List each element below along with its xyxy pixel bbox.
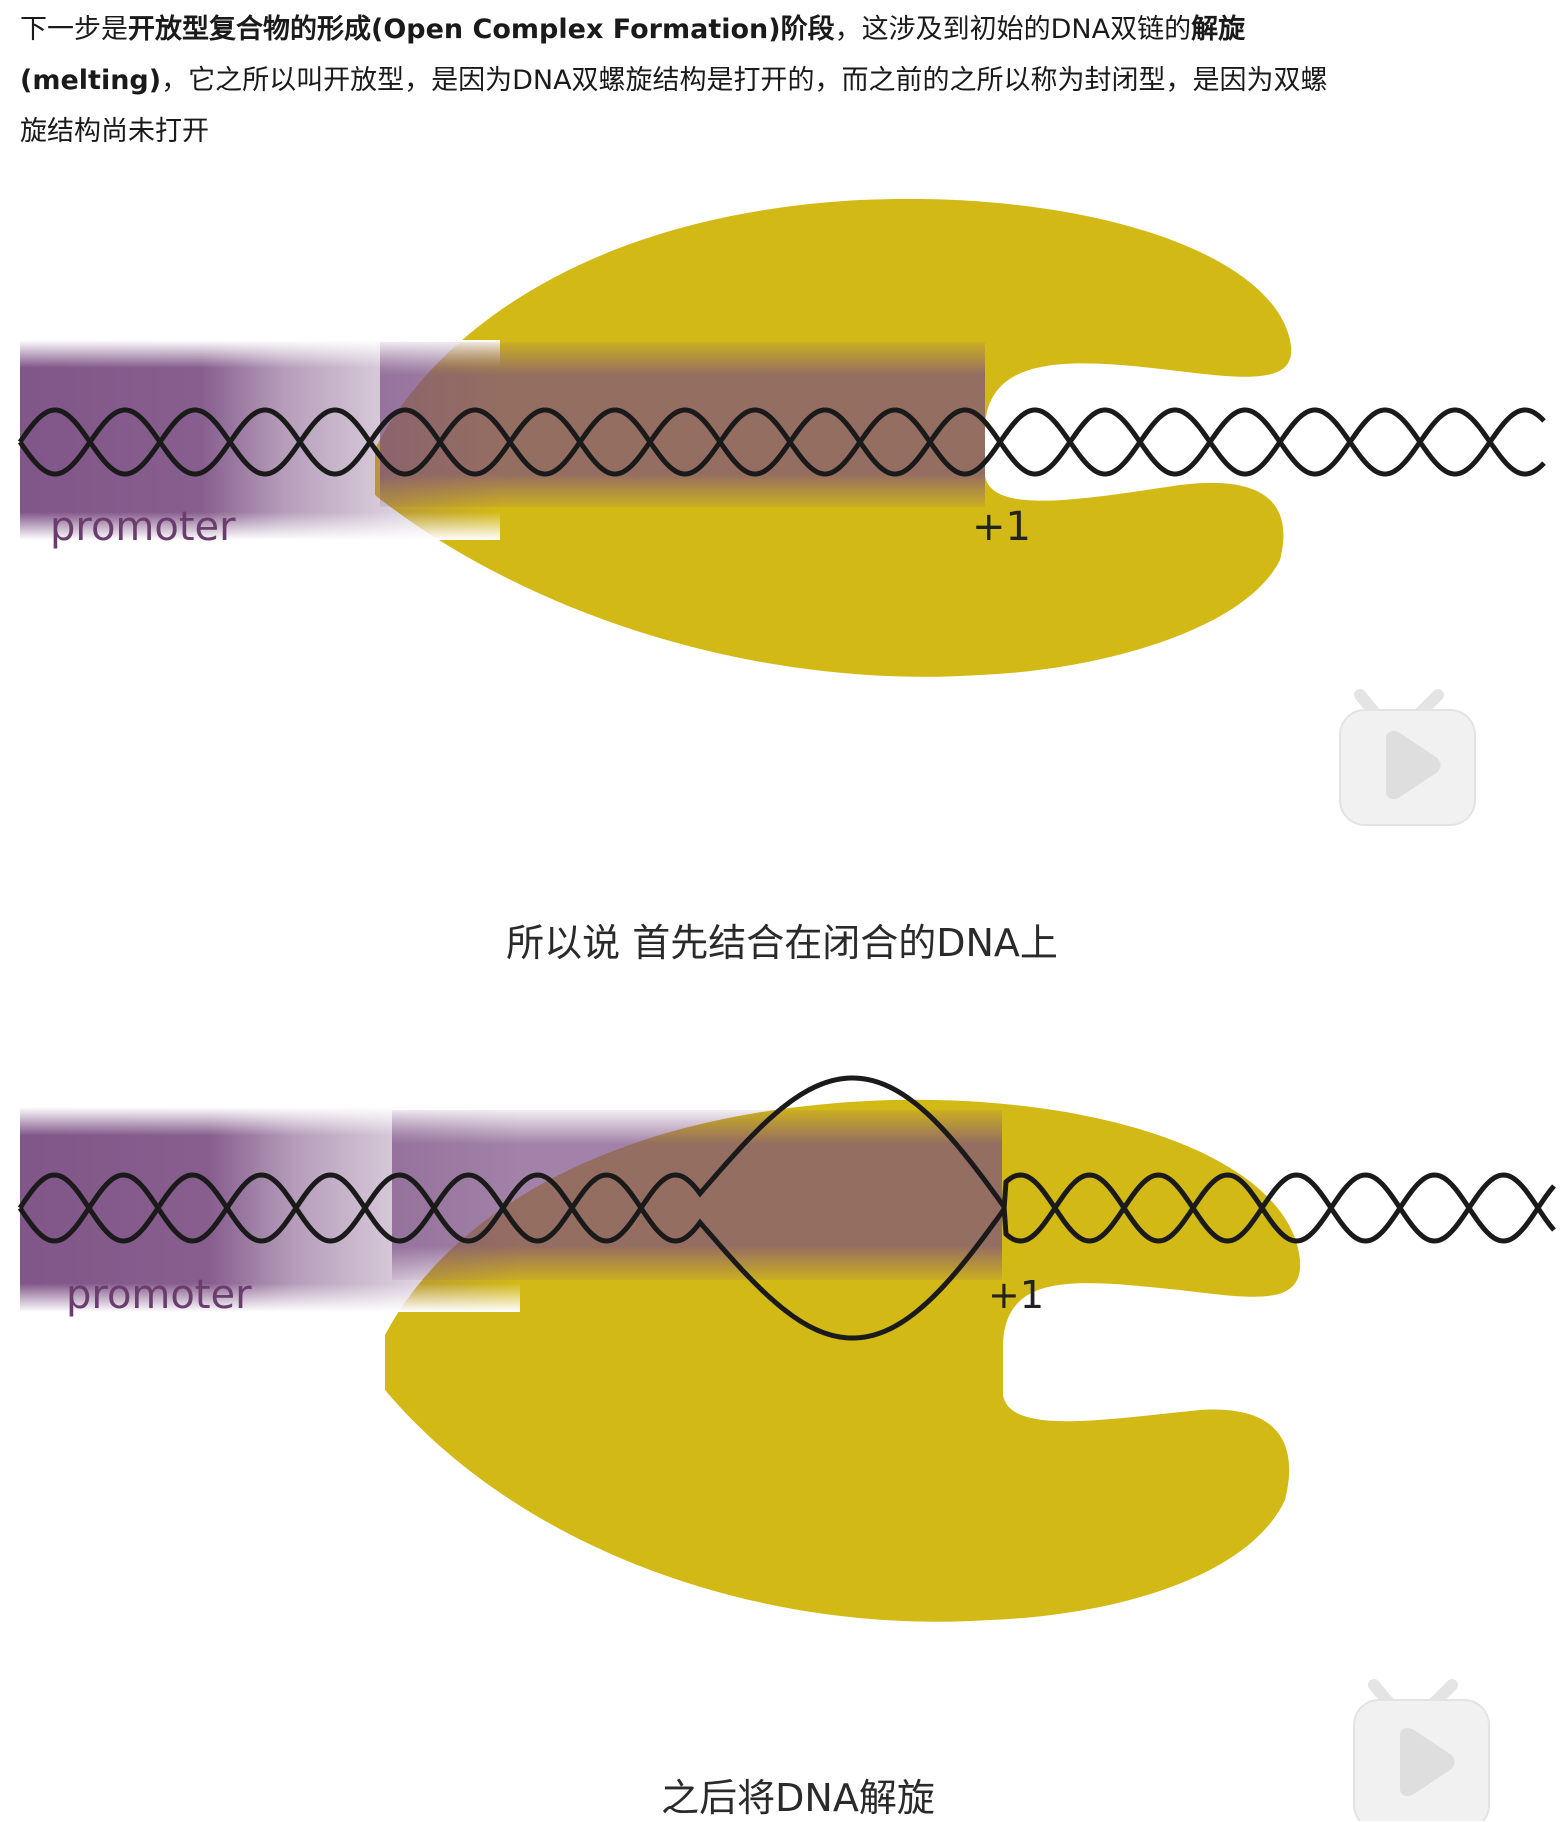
dna-strand-bottom — [17, 1172, 1556, 1341]
intro-text-3: ，它之所以叫开放型，是因为DNA双螺旋结构是打开的，而之前的之所以称为封闭型，是… — [20, 65, 1328, 147]
open-complex-caption: 之后将DNA解旋 — [661, 1776, 935, 1820]
open-complex-diagram: promoter +1 — [17, 1075, 1556, 1821]
play-badge-icon[interactable] — [1353, 1679, 1490, 1821]
start-site-label: +1 — [988, 1273, 1044, 1317]
play-badge-icon[interactable] — [1339, 689, 1476, 826]
promoter-inside-polymerase — [380, 342, 985, 507]
promoter-label: promoter — [50, 504, 236, 550]
closed-complex-diagram: promoter +1 — [17, 198, 1546, 826]
intro-text-1: 下一步是 — [20, 14, 128, 45]
closed-complex-caption: 所以说 首先结合在闭合的DNA上 — [506, 921, 1058, 965]
intro-bold-2: 解旋(melting) — [20, 14, 1246, 96]
intro-paragraph: 下一步是开放型复合物的形成(Open Complex Formation)阶段，… — [20, 4, 1340, 157]
dna-double-helix — [17, 407, 1546, 477]
open-complex-figure: promoter +1 之后将DNA解旋 — [0, 1065, 1566, 1821]
start-site-label: +1 — [972, 504, 1031, 550]
promoter-inside-polymerase — [392, 1110, 1002, 1280]
intro-bold-1: 开放型复合物的形成(Open Complex Formation)阶段 — [128, 14, 835, 45]
promoter-label: promoter — [66, 1272, 252, 1318]
dna-strand-top — [17, 1075, 1556, 1244]
dna-strand-top — [17, 407, 1546, 477]
dna-strand-bottom — [17, 407, 1546, 477]
dna-double-helix-melted — [17, 1075, 1556, 1341]
closed-complex-figure: promoter +1 所以说 首先结合在闭合的DNA上 — [0, 170, 1566, 1030]
intro-text-2: ，这涉及到初始的DNA双链的 — [834, 14, 1192, 45]
